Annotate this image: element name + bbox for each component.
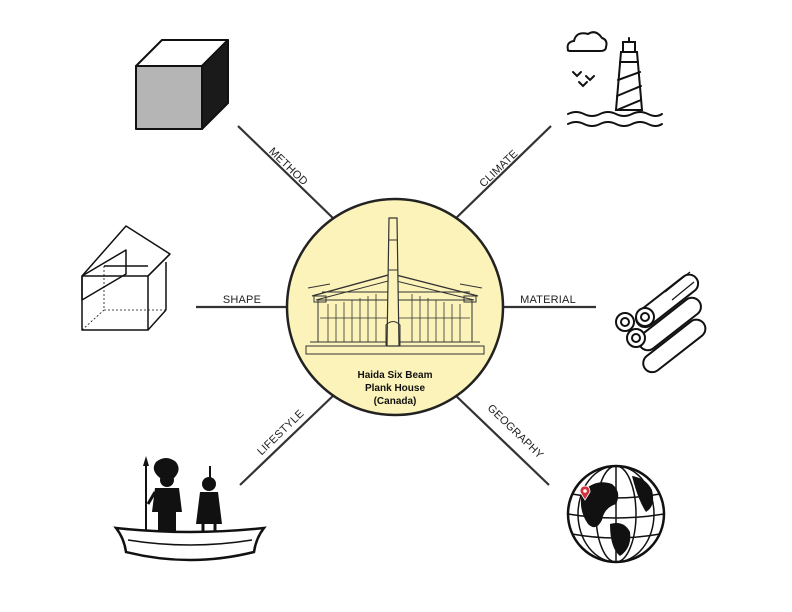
spoke-label-climate: CLIMATE <box>477 148 520 190</box>
spoke-label-method: METHOD <box>266 146 309 189</box>
plank-house-illustration <box>305 217 485 355</box>
spoke-lines <box>196 125 596 486</box>
spoke-line-climate <box>452 125 552 222</box>
spoke-line-geography <box>452 392 550 486</box>
lighthouse-icon <box>566 31 663 127</box>
spoke-label-material: MATERIAL <box>520 294 576 306</box>
globe-icon <box>566 464 666 564</box>
spoke-line-lifestyle <box>239 392 337 486</box>
spoke-label-shape: SHAPE <box>223 294 261 306</box>
spoke-label-lifestyle: LIFESTYLE <box>255 408 306 458</box>
center-title-line-1: Haida Six Beam <box>357 370 432 381</box>
canoe-people-icon <box>113 456 267 562</box>
logs-icon <box>615 271 707 374</box>
house-wireframe-icon <box>81 225 171 331</box>
center-title-line-3: (Canada) <box>374 396 417 407</box>
center-node: Haida Six Beam Plank House (Canada) <box>285 197 505 417</box>
cube-icon <box>135 39 229 130</box>
spoke-line-method <box>237 125 337 222</box>
center-title-line-2: Plank House <box>365 383 425 394</box>
